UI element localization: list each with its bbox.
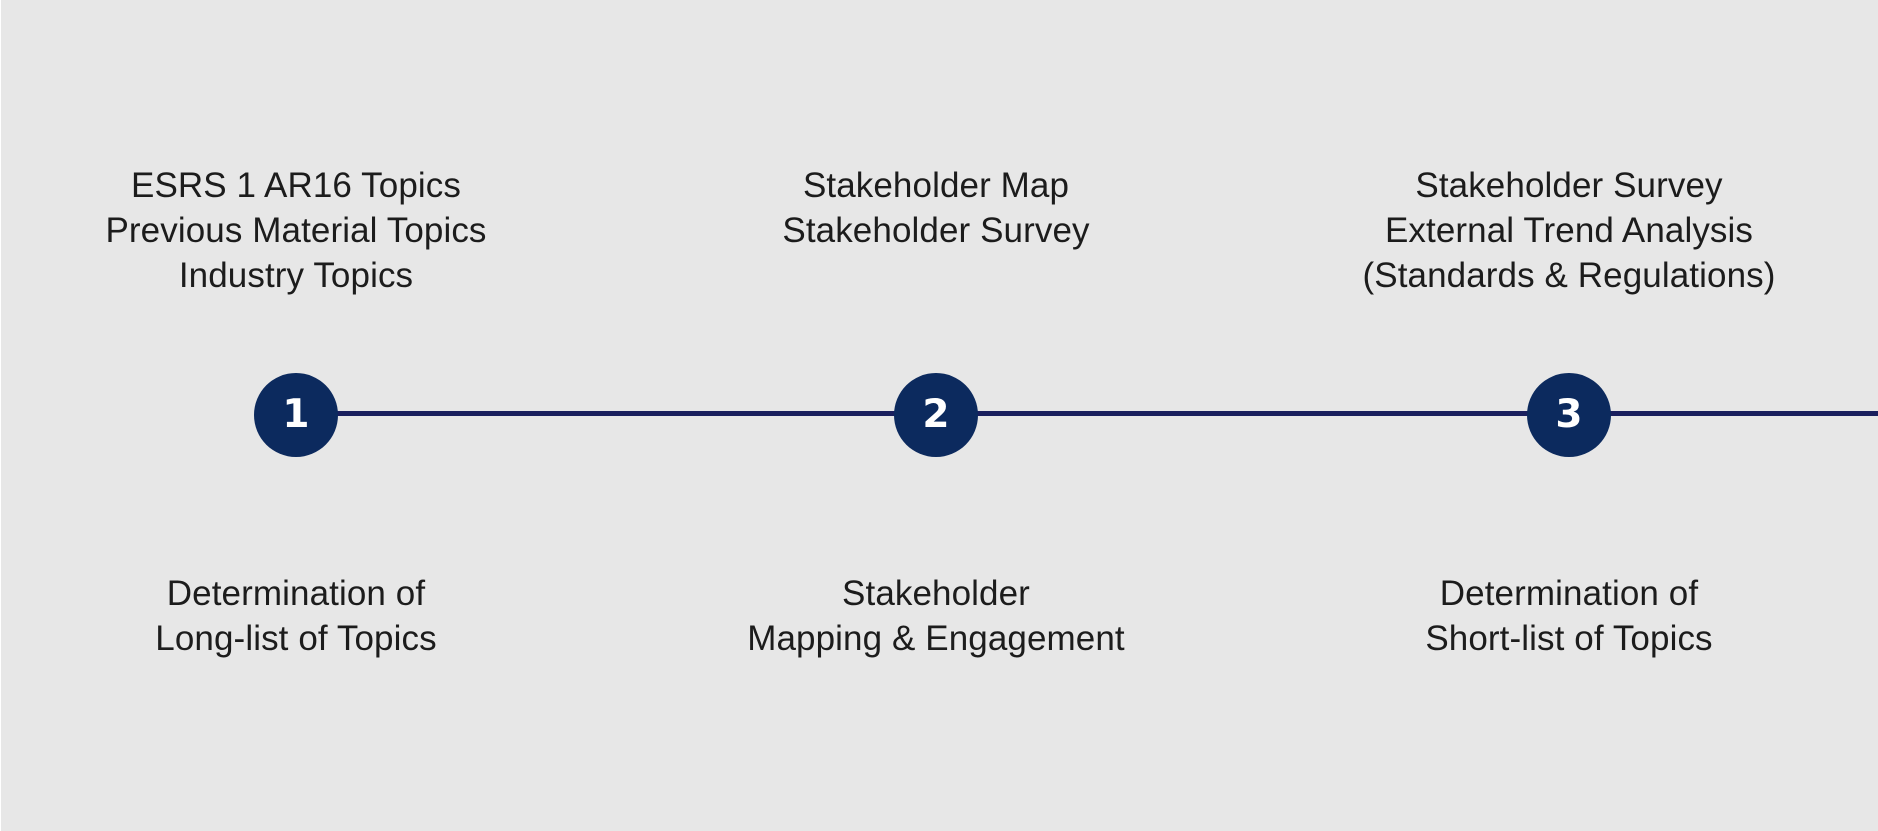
step-2-title: Stakeholder Mapping & Engagement — [656, 571, 1216, 661]
step-1-input-3: Industry Topics — [178, 256, 414, 295]
step-1-title-line-1: Determination of — [166, 574, 426, 613]
step-3: Stakeholder Survey External Trend Analys… — [1289, 0, 1849, 831]
step-3-title-line-2: Short-list of Topics — [1425, 619, 1713, 658]
step-3-inputs: Stakeholder Survey External Trend Analys… — [1289, 163, 1849, 298]
step-2-inputs: Stakeholder Map Stakeholder Survey — [656, 163, 1216, 253]
step-3-input-3: (Standards & Regulations) — [1362, 256, 1776, 295]
step-1-number-circle: 1 — [254, 373, 338, 457]
step-1-inputs: ESRS 1 AR16 Topics Previous Material Top… — [16, 163, 576, 298]
step-3-input-1: Stakeholder Survey — [1415, 166, 1723, 205]
step-2-input-2: Stakeholder Survey — [782, 211, 1090, 250]
step-2-input-1: Stakeholder Map — [802, 166, 1070, 205]
step-2-title-line-2: Mapping & Engagement — [747, 619, 1125, 658]
step-2-number-circle: 2 — [894, 373, 978, 457]
step-1-input-1: ESRS 1 AR16 Topics — [131, 166, 461, 205]
timeline-line — [297, 411, 1878, 416]
step-1-input-2: Previous Material Topics — [105, 211, 487, 250]
step-3-title-line-1: Determination of — [1439, 574, 1699, 613]
step-3-title: Determination of Short-list of Topics — [1289, 571, 1849, 661]
step-1: ESRS 1 AR16 Topics Previous Material Top… — [16, 0, 576, 831]
step-1-title-line-2: Long-list of Topics — [155, 619, 437, 658]
step-3-number-circle: 3 — [1527, 373, 1611, 457]
step-2-title-line-1: Stakeholder — [842, 574, 1030, 613]
step-3-input-2: External Trend Analysis — [1384, 211, 1754, 250]
step-2: Stakeholder Map Stakeholder Survey 2 Sta… — [656, 0, 1216, 831]
left-edge-divider — [0, 0, 1, 831]
step-1-title: Determination of Long-list of Topics — [16, 571, 576, 661]
